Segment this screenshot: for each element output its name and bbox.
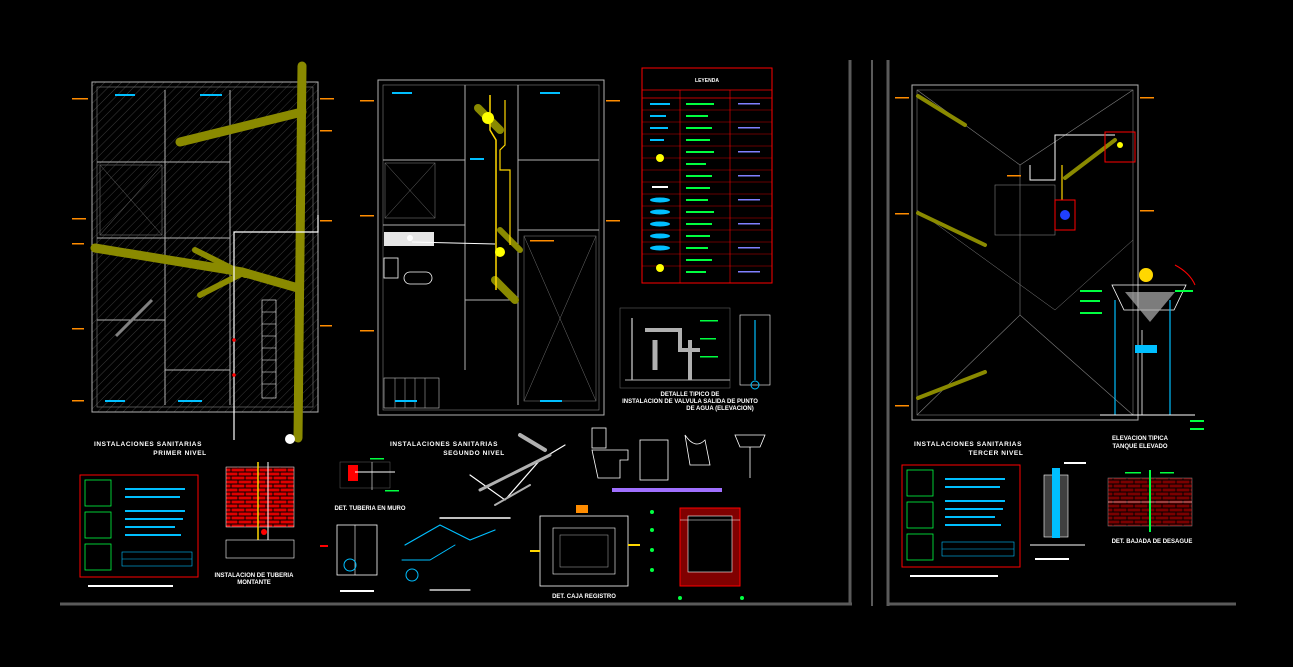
title-segundo-nivel-line2: SEGUNDO NIVEL xyxy=(443,450,505,457)
title-primer-nivel-line1: INSTALACIONES SANITARIAS xyxy=(94,441,202,448)
tank-elevation-detail xyxy=(1080,264,1204,430)
section-detail xyxy=(320,524,378,592)
detalle-valvula-line1: DETALLE TIPICO DE xyxy=(661,392,720,398)
bajada-section xyxy=(1030,462,1086,560)
caja-registro-section xyxy=(650,507,744,600)
title-tercer-nivel-line1: INSTALACIONES SANITARIAS xyxy=(914,441,1022,448)
notes-box-1 xyxy=(79,474,199,587)
isometric-piping xyxy=(401,433,566,591)
det-tuberia-muro-label: DET. TUBERIA EN MURO xyxy=(334,506,405,512)
det-caja-registro-label: DET. CAJA REGISTRO xyxy=(552,594,616,600)
legend-table: LEYENDA xyxy=(641,67,773,284)
sheet-frames xyxy=(60,60,1236,606)
caja-registro-detail xyxy=(530,505,640,587)
detail-valvula xyxy=(619,307,771,390)
fixtures-detail xyxy=(591,427,766,492)
det-bajada-desague-label: DET. BAJADA DE DESAGUE xyxy=(1112,539,1193,545)
tuberia-muro-detail xyxy=(339,458,399,492)
plan-tercer-nivel xyxy=(895,84,1154,421)
bajada-desague-detail xyxy=(1107,470,1193,532)
elevacion-tanque-line1: ELEVACION TIPICA xyxy=(1112,436,1169,442)
title-primer-nivel-line2: PRIMER NIVEL xyxy=(153,450,206,457)
plan-segundo-nivel xyxy=(360,79,620,416)
instalacion-tuberia-line2: MONTANTE xyxy=(237,580,271,586)
brick-wall-detail xyxy=(225,462,295,559)
notes-box-2 xyxy=(901,464,1021,577)
plan-primer-nivel xyxy=(72,61,334,444)
detalle-valvula-line3: DE AGUA (ELEVACION) xyxy=(686,406,753,412)
elevacion-tanque-line2: TANQUE ELEVADO xyxy=(1112,444,1167,450)
title-tercer-nivel-line2: TERCER NIVEL xyxy=(969,450,1024,457)
instalacion-tuberia-line1: INSTALACION DE TUBERIA xyxy=(215,573,295,579)
detalle-valvula-line2: INSTALACION DE VALVULA SALIDA DE PUNTO xyxy=(622,399,758,405)
title-segundo-nivel-line1: INSTALACIONES SANITARIAS xyxy=(390,441,498,448)
legend-title: LEYENDA xyxy=(695,78,719,84)
